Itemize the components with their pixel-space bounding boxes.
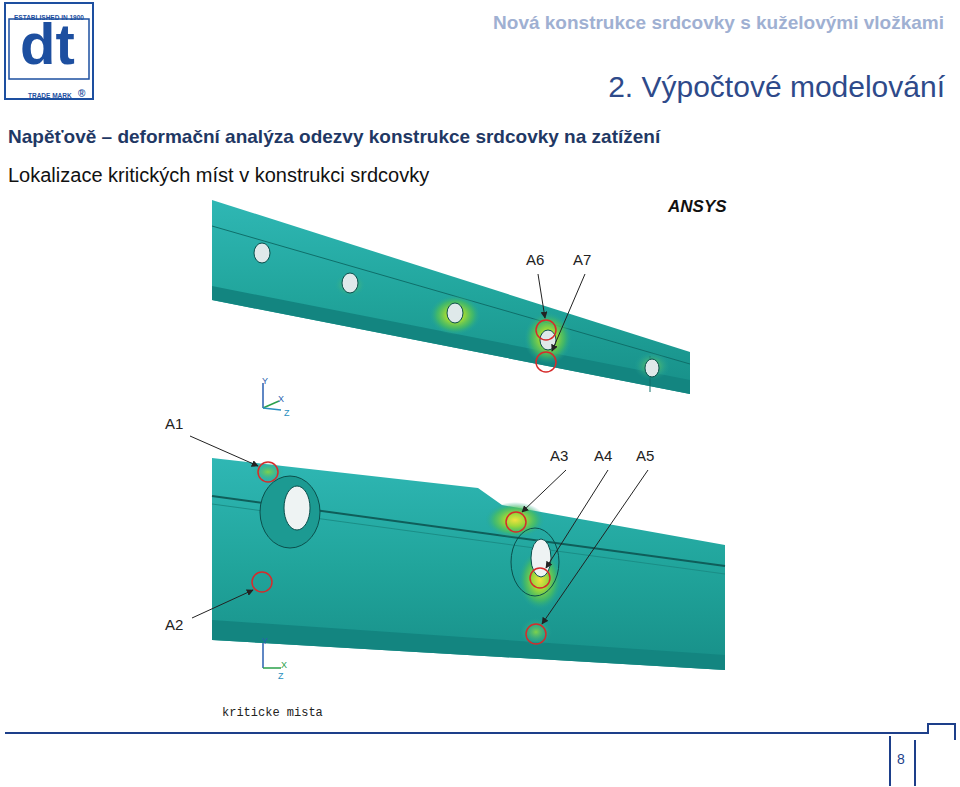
axis-label-box: Y <box>262 370 268 388</box>
axis-label: Z <box>278 672 284 682</box>
axis-label: X <box>278 395 284 405</box>
slide-subheading: Lokalizace kritických míst v konstrukci … <box>8 164 429 186</box>
page-number: 8 <box>897 752 905 767</box>
callout-number-box: A6 <box>526 251 544 269</box>
slide-header: Nová konstrukce srdcovky s kuželovými vl… <box>493 12 944 34</box>
callout-number: A5 <box>636 448 654 465</box>
slide-heading-box: Napěťově – deformační analýza odezvy kon… <box>8 127 660 148</box>
axis-label-box: Z <box>278 665 284 683</box>
upper-rail-model <box>212 200 690 394</box>
software-logo-box: ANSYS <box>668 198 727 217</box>
axis-label: Y <box>262 637 268 647</box>
callout-number-box: A7 <box>573 251 591 269</box>
logo-mark: ® <box>78 88 85 99</box>
logo-mark-box: dt <box>20 12 75 76</box>
axis-label: X <box>281 661 287 671</box>
page-number-box: 8 <box>897 750 905 768</box>
callout-number-box: A1 <box>165 415 183 433</box>
axis-label-box: Y <box>262 630 268 648</box>
software-logo: ANSYS <box>668 198 727 217</box>
axis-label-box: Z <box>284 402 290 420</box>
figure-caption: kriticke mista <box>222 707 323 720</box>
callout-number: A7 <box>573 252 591 269</box>
section-heading: 2. Výpočtové modelování <box>608 70 945 103</box>
callout-number: A4 <box>594 448 612 465</box>
logo-text-box: TRADE MARK <box>28 84 72 102</box>
section-heading-box: 2. Výpočtové modelování <box>608 70 945 103</box>
figure-caption-box: kriticke mista <box>222 702 323 720</box>
callout-number: A3 <box>550 448 568 465</box>
axis-triad <box>263 383 281 668</box>
callout-number: A1 <box>165 416 183 433</box>
logo-mark: dt <box>20 12 75 76</box>
callout-number: A2 <box>165 617 183 634</box>
callout-number-box: A4 <box>594 447 612 465</box>
logo-frame <box>5 3 93 99</box>
callout-number: A6 <box>526 252 544 269</box>
lower-rail-model <box>190 436 725 670</box>
callout-number-box: A5 <box>636 447 654 465</box>
logo-mark-box: ® <box>78 83 85 101</box>
logo-text: TRADE MARK <box>28 92 72 99</box>
axis-label: Z <box>284 409 290 419</box>
footer-rule <box>5 724 955 786</box>
axis-label-box: X <box>281 654 287 672</box>
callout-number-box: A3 <box>550 447 568 465</box>
header-text: Nová konstrukce srdcovky s kuželovými vl… <box>493 12 944 34</box>
callout-number-box: A2 <box>165 616 183 634</box>
slide-subheading-box: Lokalizace kritických míst v konstrukci … <box>8 164 429 186</box>
axis-label: Y <box>262 377 268 387</box>
axis-label-box: X <box>278 388 284 406</box>
slide-heading: Napěťově – deformační analýza odezvy kon… <box>8 127 660 148</box>
